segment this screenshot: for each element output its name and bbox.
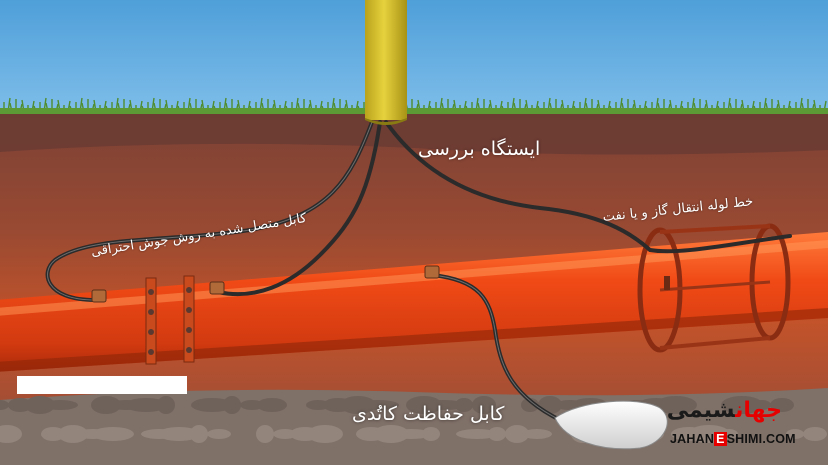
pipe-bottom-shadow (0, 308, 828, 372)
rock (223, 396, 241, 414)
rock (357, 400, 399, 410)
rock (521, 398, 539, 412)
rock (191, 398, 233, 412)
pipeline (0, 232, 828, 372)
rock (41, 427, 65, 441)
rock (803, 427, 827, 441)
logo-fa-dark: شیمی (666, 398, 736, 423)
logo-en-mark: E (714, 432, 727, 446)
rock (390, 429, 432, 439)
logo-en-suffix: SHIMI.COM (726, 432, 796, 446)
sacrificial-anode (554, 400, 668, 450)
weld-point-2 (209, 281, 225, 295)
rock (753, 400, 771, 410)
label-test-station: ایستگاه بررسی (418, 138, 541, 160)
repair-sleeve (637, 223, 791, 353)
rock (190, 425, 208, 443)
grass-base (0, 108, 828, 114)
rock (786, 429, 804, 439)
rock (256, 425, 274, 443)
topsoil-band (0, 112, 828, 155)
rock (456, 429, 498, 439)
logo-en-prefix: JAHAN (670, 432, 715, 446)
logo-persian: جهانشیمی (667, 398, 782, 423)
cable-pipeline (384, 120, 792, 254)
weld-points (91, 265, 440, 303)
cable-weld-mid (216, 120, 382, 297)
rock (42, 400, 78, 410)
rock (8, 398, 32, 412)
rock (522, 429, 552, 439)
logo-fa-red: جهان (735, 398, 782, 423)
rock (422, 427, 440, 441)
rock (307, 425, 343, 443)
redaction-bar (17, 376, 187, 394)
rock (207, 429, 231, 439)
rock (257, 398, 287, 412)
rock (455, 398, 473, 412)
pipe-highlight (0, 240, 828, 316)
rock (0, 400, 9, 410)
label-anode-cable: کابل حفاظت کاتُدی (352, 403, 505, 425)
weld-point-1 (91, 289, 107, 303)
rock (505, 425, 529, 443)
rock (25, 396, 55, 414)
rock (488, 427, 506, 441)
rock (157, 396, 175, 414)
rock (721, 396, 763, 414)
rock (423, 400, 465, 410)
test-station-pole (365, 0, 407, 125)
rock (125, 398, 167, 412)
rock (655, 396, 697, 414)
rock (92, 427, 134, 441)
rock (472, 396, 496, 414)
weld-point-3 (424, 265, 440, 279)
rock (770, 398, 794, 412)
rock (0, 425, 22, 443)
rock (158, 427, 200, 441)
sky (0, 0, 828, 112)
rock (91, 396, 121, 414)
pipe-body (0, 232, 828, 372)
flange-clamp (145, 275, 195, 365)
rock (58, 425, 88, 443)
